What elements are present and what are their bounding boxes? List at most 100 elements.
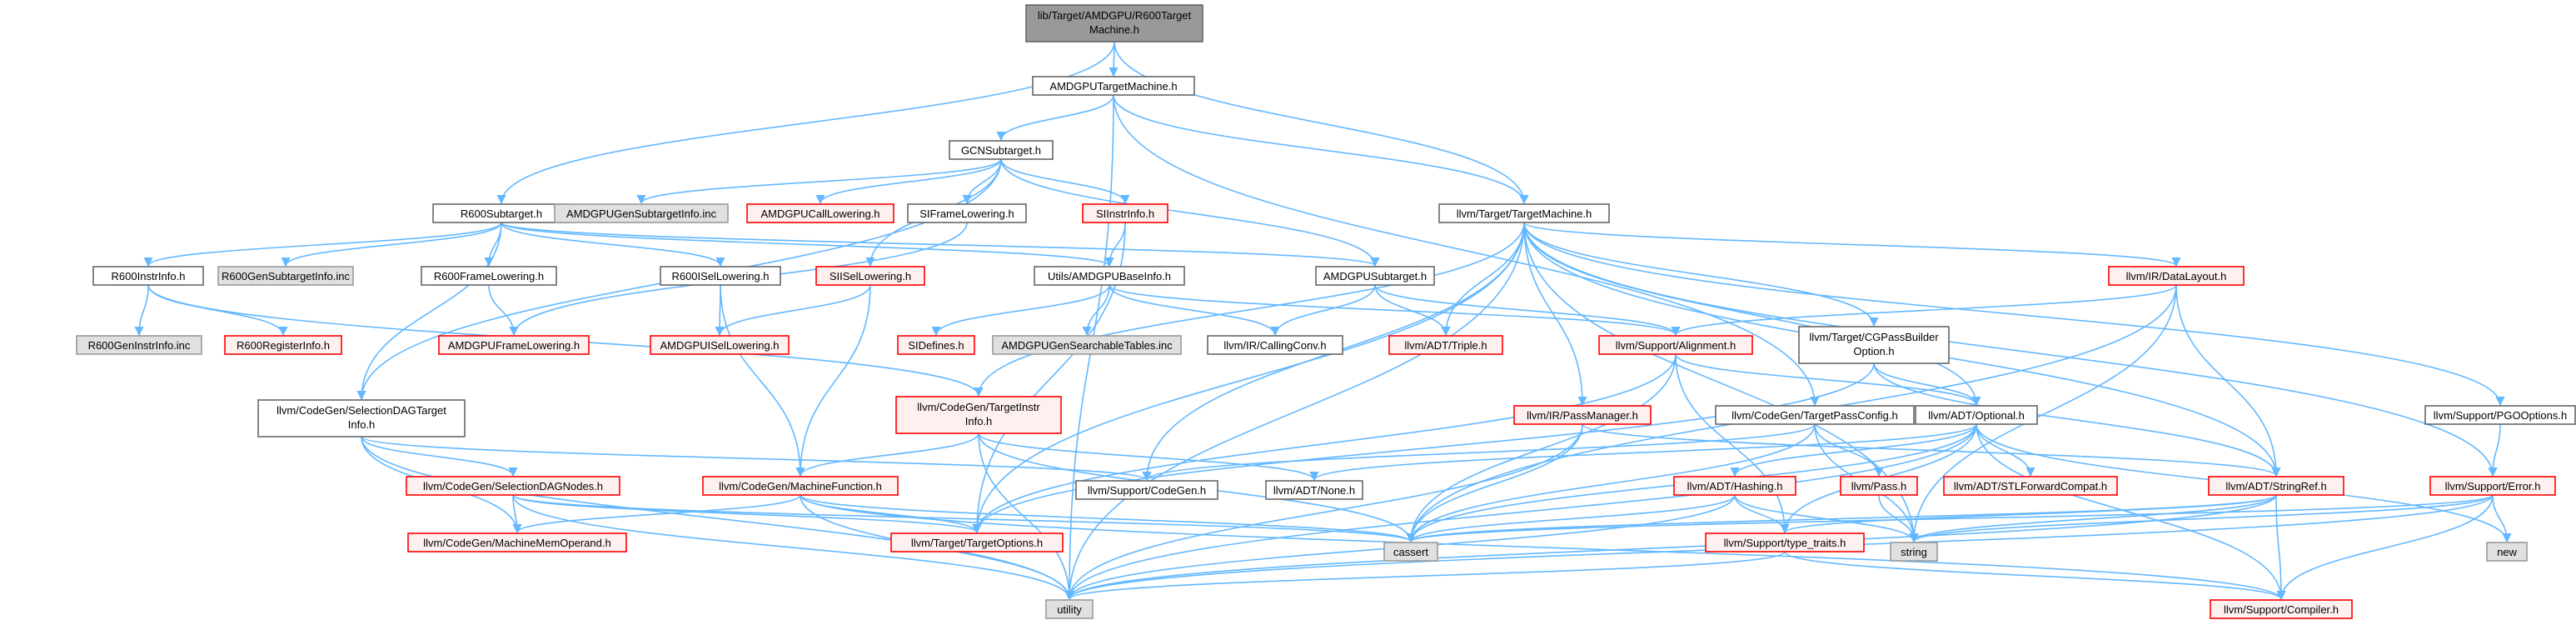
node-stringref[interactable]: llvm/ADT/StringRef.h: [2208, 476, 2344, 496]
node-error[interactable]: llvm/Support/Error.h: [2429, 476, 2556, 496]
node-mach_mem_op[interactable]: llvm/CodeGen/MachineMemOperand.h: [407, 532, 627, 552]
edge-target_instr-to-machine_func: [795, 432, 979, 478]
edge-utils_base-to-alignment: [1109, 284, 1681, 337]
node-si_isel[interactable]: SIISelLowering.h: [815, 266, 925, 286]
node-seldag_nodes[interactable]: llvm/CodeGen/SelectionDAGNodes.h: [406, 476, 620, 496]
node-machine_func[interactable]: llvm/CodeGen/MachineFunction.h: [702, 476, 899, 496]
node-utils_base[interactable]: Utils/AMDGPUBaseInfo.h: [1034, 266, 1185, 286]
node-target_options[interactable]: llvm/Target/TargetOptions.h: [890, 532, 1064, 552]
node-r600_gen_sub: R600GenSubtargetInfo.inc: [217, 266, 354, 286]
edge-utils_base-to-calling_conv: [1109, 284, 1280, 337]
node-box: [407, 532, 627, 552]
node-box: [224, 335, 342, 355]
node-label: llvm/Target/TargetMachine.h: [1457, 208, 1592, 220]
node-optional[interactable]: llvm/ADT/Optional.h: [1915, 405, 2038, 425]
node-box: [1025, 4, 1203, 42]
node-box: [421, 266, 557, 286]
nodes-layer: lib/Target/AMDGPU/R600TargetMachine.hAMD…: [76, 4, 2576, 619]
node-r600_isel[interactable]: R600ISelLowering.h: [660, 266, 781, 286]
node-support_codegen[interactable]: llvm/Support/CodeGen.h: [1075, 480, 1218, 500]
edge-r600_instr-to-r600_gen_instr: [134, 284, 149, 337]
node-box: [1673, 476, 1796, 496]
node-hashing[interactable]: llvm/ADT/Hashing.h: [1673, 476, 1796, 496]
edge-optional-to-adt_none: [1309, 423, 1977, 482]
node-alignment[interactable]: llvm/Support/Alignment.h: [1598, 335, 1753, 355]
edge-gcn-to-call_lower: [815, 158, 1002, 205]
node-label: SIDefines.h: [908, 339, 964, 352]
node-tpass_config[interactable]: llvm/CodeGen/TargetPassConfig.h: [1715, 405, 1915, 425]
edge-hashing-to-type_traits: [1734, 494, 1790, 534]
node-box: [1082, 203, 1168, 223]
node-label: R600InstrInfo.h: [112, 270, 186, 282]
node-box: [1045, 599, 1094, 619]
edge-error-to-string: [1909, 494, 2494, 543]
node-triple[interactable]: llvm/ADT/Triple.h: [1388, 335, 1503, 355]
node-r600sub[interactable]: R600Subtarget.h: [432, 203, 571, 223]
node-adt_none[interactable]: llvm/ADT/None.h: [1265, 480, 1363, 500]
node-label: SIInstrInfo.h: [1096, 208, 1154, 220]
edge-cg_pass_builder-to-stringref: [1873, 362, 2281, 478]
node-label: Utils/AMDGPUBaseInfo.h: [1048, 270, 1171, 282]
node-amdgpu_isel[interactable]: AMDGPUISelLowering.h: [650, 335, 790, 355]
node-r600_reg[interactable]: R600RegisterInfo.h: [224, 335, 342, 355]
edge-gcn-to-amdgpu_sub: [1000, 158, 1380, 268]
node-label: llvm/ADT/Triple.h: [1404, 339, 1487, 352]
edge-root-to-target_machine: [1114, 41, 1529, 205]
node-target_machine[interactable]: llvm/Target/TargetMachine.h: [1438, 203, 1610, 223]
node-box: [992, 335, 1182, 355]
node-type_traits[interactable]: llvm/Support/type_traits.h: [1705, 532, 1865, 552]
node-box: [949, 140, 1054, 160]
node-label: llvm/ADT/Hashing.h: [1687, 480, 1783, 492]
node-box: [1032, 76, 1195, 96]
edge-target_machine-to-pass_manager: [1523, 222, 1587, 407]
node-label: llvm/Target/CGPassBuilder: [1809, 331, 1939, 343]
edge-amdgpu_tm-to-gcn: [996, 94, 1114, 142]
node-box: [1840, 476, 1918, 496]
node-r600_frame[interactable]: R600FrameLowering.h: [421, 266, 557, 286]
node-r600_instr[interactable]: R600InstrInfo.h: [92, 266, 204, 286]
node-pass[interactable]: llvm/Pass.h: [1840, 476, 1918, 496]
node-label: llvm/Support/Compiler.h: [2224, 603, 2339, 616]
node-pgo[interactable]: llvm/Support/PGOOptions.h: [2424, 405, 2576, 425]
node-amdgpu_sub[interactable]: AMDGPUSubtarget.h: [1315, 266, 1435, 286]
edge-optional-to-stl_forward: [1976, 423, 2035, 478]
edge-seldag_nodes-to-cassert: [512, 494, 1416, 543]
node-si_instr[interactable]: SIInstrInfo.h: [1082, 203, 1168, 223]
node-amdgpu_frame[interactable]: AMDGPUFrameLowering.h: [438, 335, 590, 355]
node-compiler[interactable]: llvm/Support/Compiler.h: [2210, 599, 2353, 619]
node-pass_manager[interactable]: llvm/IR/PassManager.h: [1513, 405, 1652, 425]
edge-machine_func-to-target_options: [800, 494, 982, 534]
node-box: [2486, 542, 2528, 562]
edge-stringref-to-cassert: [1406, 494, 2277, 543]
edge-stringref-to-utility: [1064, 494, 2277, 601]
node-label: llvm/IR/PassManager.h: [1527, 409, 1638, 422]
node-box: [1915, 405, 2038, 425]
node-call_lower[interactable]: AMDGPUCallLowering.h: [746, 203, 894, 223]
node-si_frame[interactable]: SIFrameLowering.h: [907, 203, 1027, 223]
node-stl_forward[interactable]: llvm/ADT/STLForwardCompat.h: [1943, 476, 2118, 496]
node-label: llvm/Support/Error.h: [2445, 480, 2541, 492]
node-label: AMDGPUFrameLowering.h: [448, 339, 580, 352]
node-label: cassert: [1393, 546, 1428, 558]
node-sidefines[interactable]: SIDefines.h: [897, 335, 975, 355]
node-amdgpu_tm[interactable]: AMDGPUTargetMachine.h: [1032, 76, 1195, 96]
node-box: [1890, 542, 1938, 562]
node-box: [1265, 480, 1363, 500]
edge-error-to-compiler: [2276, 494, 2494, 601]
node-label: Option.h: [1853, 345, 1894, 358]
node-gcn[interactable]: GCNSubtarget.h: [949, 140, 1054, 160]
edge-utils_base-to-sidefines: [931, 284, 1110, 337]
node-label: llvm/Support/Alignment.h: [1616, 339, 1736, 352]
node-box: [1383, 542, 1438, 562]
edge-r600sub-to-r600_instr: [143, 222, 502, 268]
node-label: llvm/CodeGen/TargetInstr: [917, 401, 1040, 413]
node-data_layout[interactable]: llvm/IR/DataLayout.h: [2108, 266, 2245, 286]
edge-alignment-to-optional: [1675, 353, 1981, 407]
node-label: R600Subtarget.h: [461, 208, 542, 220]
node-calling_conv[interactable]: llvm/IR/CallingConv.h: [1207, 335, 1343, 355]
